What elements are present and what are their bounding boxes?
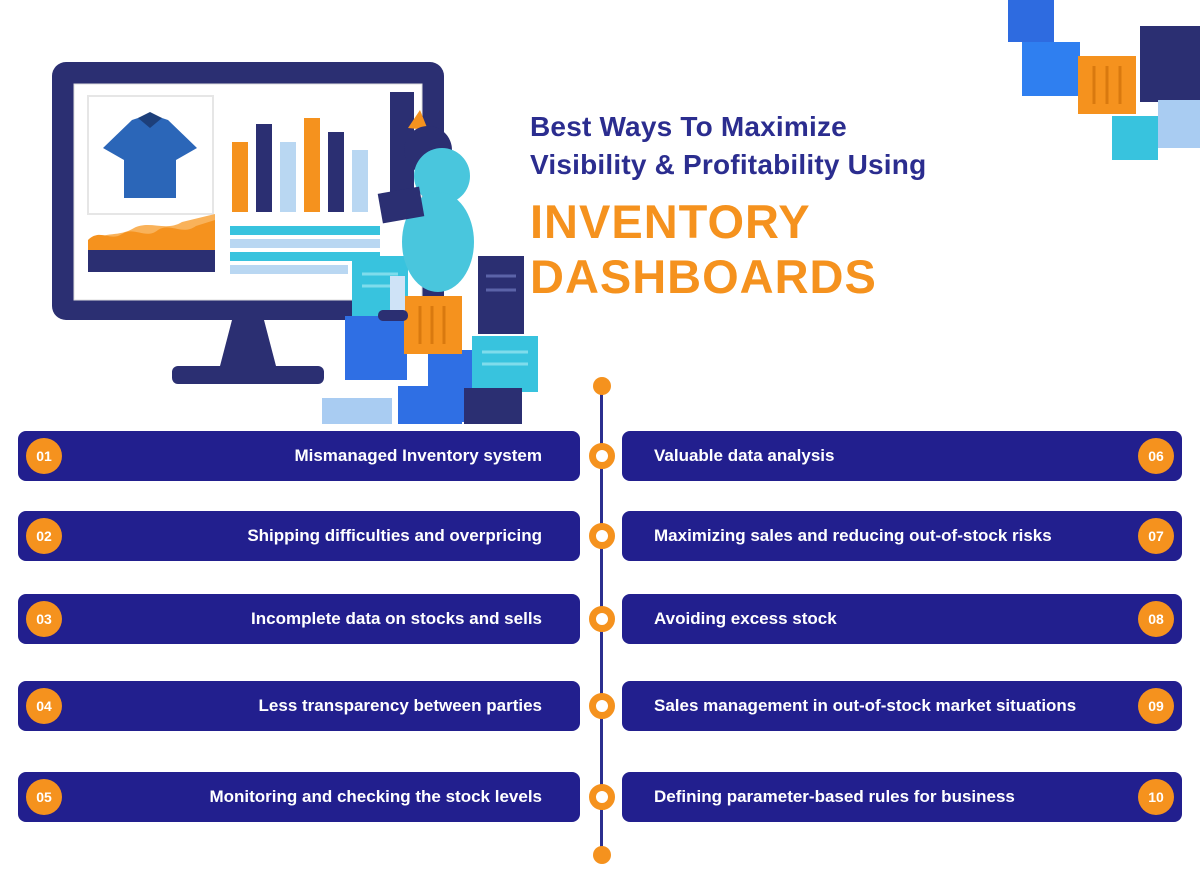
- timeline-item-09: Sales management in out-of-stock market …: [622, 681, 1182, 731]
- item-07-label: Maximizing sales and reducing out-of-sto…: [654, 526, 1052, 545]
- inventory-dashboard-illustration: [52, 62, 538, 424]
- item-09-label: Sales management in out-of-stock market …: [654, 696, 1077, 715]
- item-05-label: Monitoring and checking the stock levels: [209, 787, 542, 806]
- timeline-item-10: Defining parameter-based rules for busin…: [622, 772, 1182, 822]
- bar-chart-icon: [232, 92, 414, 212]
- timeline-item-05: 05 Monitoring and checking the stock lev…: [18, 772, 580, 822]
- title-line-2: Visibility & Profitability Using: [530, 149, 927, 180]
- timeline-node-icon: [589, 443, 615, 469]
- item-04-number-badge: 04: [26, 688, 62, 724]
- person-with-laptop-icon: [377, 110, 474, 321]
- timeline-item-04: 04 Less transparency between parties: [18, 681, 580, 731]
- item-01-label: Mismanaged Inventory system: [294, 446, 542, 465]
- item-03-label: Incomplete data on stocks and sells: [251, 609, 542, 628]
- item-09-number-badge: 09: [1138, 688, 1174, 724]
- timeline-node-icon: [589, 606, 615, 632]
- timeline-node-icon: [589, 784, 615, 810]
- item-04-label: Less transparency between parties: [258, 696, 542, 715]
- item-01-number-badge: 01: [26, 438, 62, 474]
- stacked-boxes-icon: [322, 256, 538, 424]
- area-chart-icon: [88, 214, 215, 272]
- corner-boxes-illustration: [1008, 0, 1200, 160]
- item-08-label: Avoiding excess stock: [654, 609, 837, 628]
- timeline-item-02: 02 Shipping difficulties and overpricing: [18, 511, 580, 561]
- item-06-label: Valuable data analysis: [654, 446, 835, 465]
- data-rows-icon: [230, 226, 380, 274]
- timeline-item-03: 03 Incomplete data on stocks and sells: [18, 594, 580, 644]
- timeline-item-07: Maximizing sales and reducing out-of-sto…: [622, 511, 1182, 561]
- page-title: INVENTORY DASHBOARDS: [530, 195, 877, 303]
- timeline-node-icon: [589, 523, 615, 549]
- timeline-start-dot-icon: [593, 377, 611, 395]
- item-02-number-badge: 02: [26, 518, 62, 554]
- shirt-icon: [103, 112, 197, 198]
- item-10-label: Defining parameter-based rules for busin…: [654, 787, 1015, 806]
- timeline-item-08: Avoiding excess stock 08: [622, 594, 1182, 644]
- timeline-node-icon: [589, 693, 615, 719]
- item-02-label: Shipping difficulties and overpricing: [247, 526, 542, 545]
- item-10-number-badge: 10: [1138, 779, 1174, 815]
- item-08-number-badge: 08: [1138, 601, 1174, 637]
- item-06-number-badge: 06: [1138, 438, 1174, 474]
- timeline-end-dot-icon: [593, 846, 611, 864]
- title-block: Best Ways To Maximize Visibility & Profi…: [530, 108, 1170, 304]
- item-03-number-badge: 03: [26, 601, 62, 637]
- item-07-number-badge: 07: [1138, 518, 1174, 554]
- item-05-number-badge: 05: [26, 779, 62, 815]
- timeline-item-06: Valuable data analysis 06: [622, 431, 1182, 481]
- title-line-1: Best Ways To Maximize: [530, 111, 847, 142]
- timeline-item-01: 01 Mismanaged Inventory system: [18, 431, 580, 481]
